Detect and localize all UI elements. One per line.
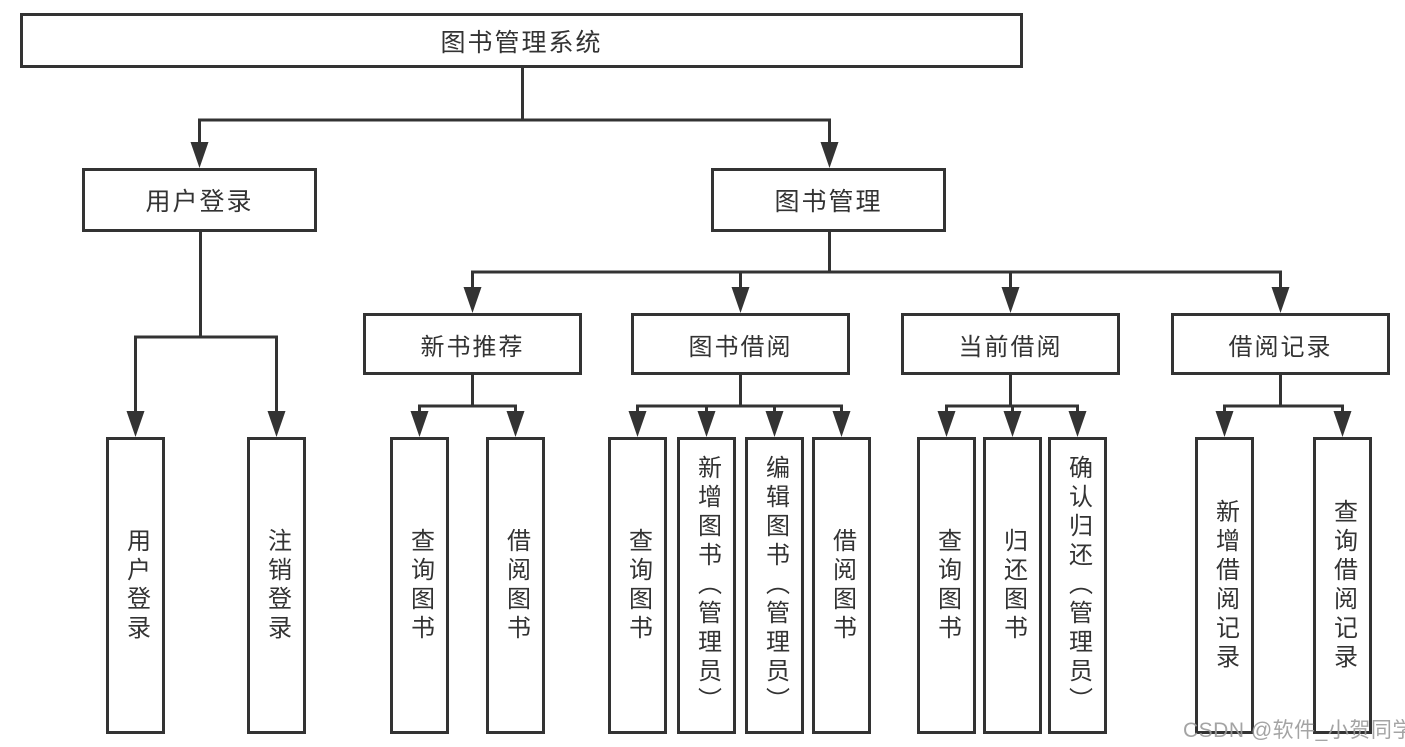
arrowheads-leaves — [126, 411, 1352, 437]
leaf-return-books: 归还图书 — [983, 437, 1042, 734]
leaf-label: 借阅图书 — [828, 527, 856, 644]
edge-current-borrow — [945, 375, 1079, 414]
leaf-label: 归还图书 — [999, 527, 1027, 644]
leaf-label: 确认归还（管理员） — [1064, 455, 1092, 716]
leaf-label: 查询图书 — [933, 527, 961, 644]
edge-user-login-rail — [134, 335, 278, 414]
leaf-borrow-books-1: 借阅图书 — [486, 437, 545, 734]
leaf-query-borrow-record: 查询借阅记录 — [1313, 437, 1372, 734]
leaf-label: 查询借阅记录 — [1329, 498, 1357, 673]
node-book-borrow: 图书借阅 — [631, 313, 850, 375]
leaf-borrow-books-2: 借阅图书 — [812, 437, 871, 734]
leaf-confirm-return-admin: 确认归还（管理员） — [1048, 437, 1107, 734]
node-current-borrow: 当前借阅 — [901, 313, 1120, 375]
arrowheads-level3 — [463, 287, 1290, 313]
leaf-add-borrow-record: 新增借阅记录 — [1195, 437, 1254, 734]
edge-level2-rail — [198, 118, 831, 146]
node-book-mgmt: 图书管理 — [711, 168, 946, 232]
leaf-label: 新增图书（管理员） — [693, 455, 721, 716]
leaf-add-books-admin: 新增图书（管理员） — [677, 437, 736, 734]
node-root: 图书管理系统 — [20, 13, 1023, 68]
leaf-label: 查询图书 — [406, 527, 434, 644]
edge-borrow-records — [1223, 375, 1344, 414]
leaf-label: 用户登录 — [122, 527, 150, 644]
arrowheads-level2 — [190, 142, 839, 168]
watermark: CSDN @软件_小贺同学 — [1183, 719, 1405, 742]
leaf-query-books-3: 查询图书 — [917, 437, 976, 734]
leaf-label: 借阅图书 — [502, 527, 530, 644]
leaf-label: 编辑图书（管理员） — [761, 455, 789, 716]
leaf-edit-books-admin: 编辑图书（管理员） — [745, 437, 804, 734]
node-user-login: 用户登录 — [82, 168, 317, 232]
leaf-label: 查询图书 — [624, 527, 652, 644]
leaf-label: 新增借阅记录 — [1211, 498, 1239, 673]
edge-new-books — [418, 375, 517, 414]
node-new-books: 新书推荐 — [363, 313, 582, 375]
leaf-label: 注销登录 — [263, 527, 291, 644]
edge-level3-rail — [471, 270, 1282, 291]
leaf-query-books-2: 查询图书 — [608, 437, 667, 734]
node-borrow-records: 借阅记录 — [1171, 313, 1390, 375]
leaf-user-login: 用户登录 — [106, 437, 165, 734]
leaf-query-books-1: 查询图书 — [390, 437, 449, 734]
edge-book-borrow — [636, 375, 843, 414]
leaf-logout: 注销登录 — [247, 437, 306, 734]
